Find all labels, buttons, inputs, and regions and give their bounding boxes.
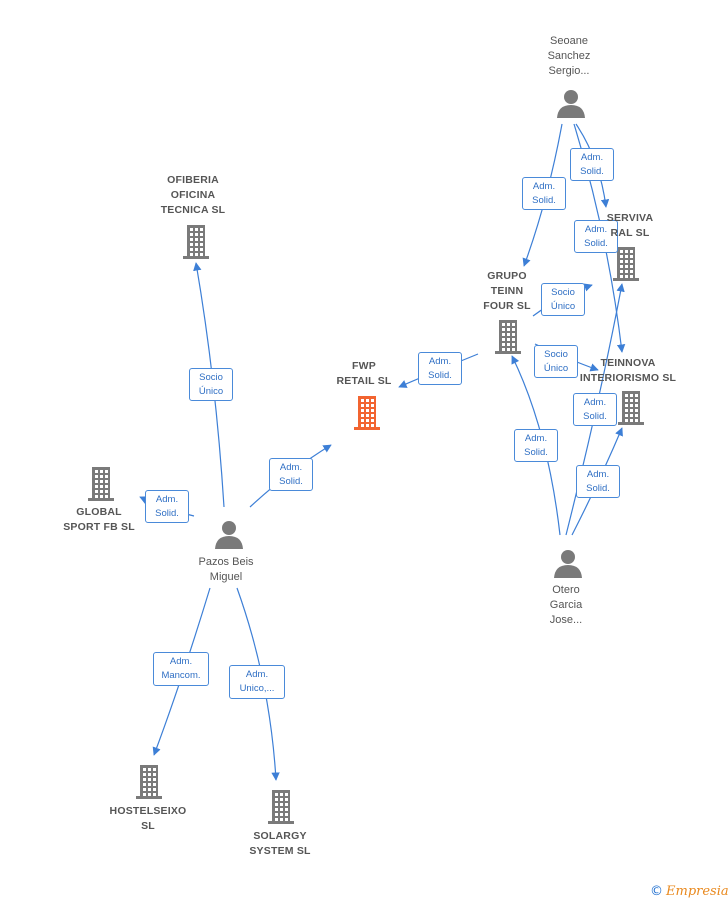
edge-label-seoane-serviva[interactable]: Adm. Solid. (570, 148, 614, 181)
node-label-ofiberia[interactable]: OFIBERIA OFICINA TECNICA SL (160, 174, 226, 216)
brand-logo: ©Empresia (650, 884, 728, 899)
node-label-teinnova[interactable]: TEINNOVA INTERIORISMO SL (579, 357, 677, 384)
edge-label-grupo-serviva[interactable]: Socio Único (541, 283, 585, 316)
edge-label-grupo-fwp[interactable]: Adm. Solid. (418, 352, 462, 385)
edge-label-pazos-ofiberia[interactable]: Socio Único (189, 368, 233, 401)
building-icon-teinnova[interactable] (618, 391, 644, 425)
node-label-seoane[interactable]: Seoane Sanchez Sergio... (547, 35, 591, 77)
node-label-otero[interactable]: Otero Garcia Jose... (549, 584, 583, 626)
edge-label-pazos-hostelseixo[interactable]: Adm. Mancom. (153, 652, 209, 686)
node-label-grupo[interactable]: GRUPO TEINN FOUR SL (483, 270, 531, 312)
edge-label-otero-grupo[interactable]: Adm. Solid. (514, 429, 558, 462)
node-label-hostelseixo[interactable]: HOSTELSEIXO SL (109, 805, 187, 832)
edge-label-grupo-teinnova[interactable]: Socio Único (534, 345, 578, 378)
node-label-solargy[interactable]: SOLARGY SYSTEM SL (249, 830, 311, 857)
edge-label-pazos-fwp[interactable]: Adm. Solid. (269, 458, 313, 491)
person-icon-otero[interactable] (554, 550, 582, 578)
node-label-pazos[interactable]: Pazos Beis Miguel (198, 556, 254, 583)
edge-label-pazos-global[interactable]: Adm. Solid. (145, 490, 189, 523)
person-icon-seoane[interactable] (557, 90, 585, 118)
edge-label-seoane-teinnova[interactable]: Adm. Solid. (574, 220, 618, 253)
building-icon-hostelseixo[interactable] (136, 765, 162, 799)
edge-label-otero-serviva[interactable]: Adm. Solid. (573, 393, 617, 426)
node-label-fwp[interactable]: FWP RETAIL SL (336, 360, 392, 387)
edge-label-otero-teinnova[interactable]: Adm. Solid. (576, 465, 620, 498)
node-label-serviva[interactable]: SERVIVA RAL SL (606, 212, 654, 239)
icons-layer (88, 90, 644, 824)
building-icon-solargy[interactable] (268, 790, 294, 824)
edge-label-pazos-solargy[interactable]: Adm. Unico,... (229, 665, 285, 699)
person-icon-pazos[interactable] (215, 521, 243, 549)
building-icon-fwp[interactable] (354, 396, 380, 430)
edge-label-seoane-grupo[interactable]: Adm. Solid. (522, 177, 566, 210)
building-icon-serviva[interactable] (613, 247, 639, 281)
building-icon-ofiberia[interactable] (183, 225, 209, 259)
building-icon-global[interactable] (88, 467, 114, 501)
building-icon-grupo[interactable] (495, 320, 521, 354)
node-label-global[interactable]: GLOBAL SPORT FB SL (63, 506, 135, 533)
